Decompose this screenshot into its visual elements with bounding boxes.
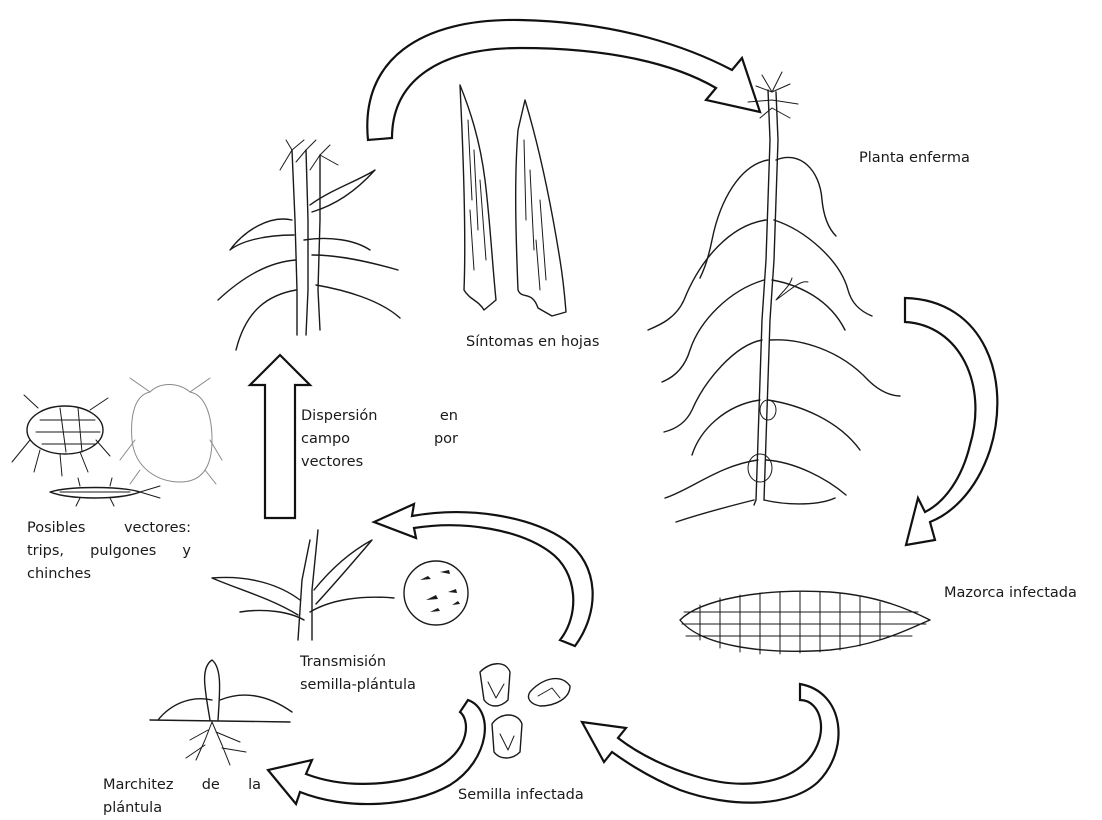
label-transmision-line: semilla-plántula — [300, 674, 416, 697]
insect-vectors-drawing — [12, 378, 222, 506]
wilted-seedling-drawing — [150, 660, 292, 765]
label-transmision-semilla-plantula: Transmisión semilla-plántula — [300, 651, 416, 697]
label-dispersion-line: vectores — [301, 451, 458, 474]
label-marchitez-line: Marchitez de la — [103, 774, 261, 797]
arrow-inner-curve — [374, 504, 593, 646]
field-plant-drawing — [218, 140, 400, 350]
label-vectores-line: trips, pulgones y — [27, 540, 191, 563]
label-dispersion-line: campo por — [301, 428, 458, 451]
label-marchitez-plantula: Marchitez de la plántula — [103, 774, 261, 820]
label-sintomas-en-hojas: Síntomas en hojas — [466, 331, 599, 354]
arrow-bottom-right — [582, 684, 839, 803]
infected-ear-drawing — [680, 591, 930, 654]
label-dispersion-line: Dispersión en — [301, 405, 458, 428]
infected-seeds-drawing — [480, 664, 570, 758]
label-transmision-line: Transmisión — [300, 651, 416, 674]
label-semilla-infectada: Semilla infectada — [458, 784, 584, 807]
label-vectores-line: Posibles vectores: — [27, 517, 191, 540]
label-marchitez-line: plántula — [103, 797, 261, 820]
arrow-right-upper — [905, 298, 997, 545]
seedling-drawing — [212, 530, 468, 640]
arrow-bottom-left — [268, 700, 485, 804]
label-mazorca-infectada: Mazorca infectada — [944, 582, 1077, 605]
label-planta-enferma: Planta enferma — [859, 147, 970, 170]
label-vectores-line: chinches — [27, 563, 191, 586]
label-dispersion-en-campo: Dispersión en campo por vectores — [301, 405, 458, 474]
label-posibles-vectores: Posibles vectores: trips, pulgones y chi… — [27, 517, 191, 586]
arrow-top — [367, 20, 760, 140]
leaf-symptoms-drawing — [460, 85, 566, 316]
diseased-plant-drawing — [648, 72, 900, 522]
